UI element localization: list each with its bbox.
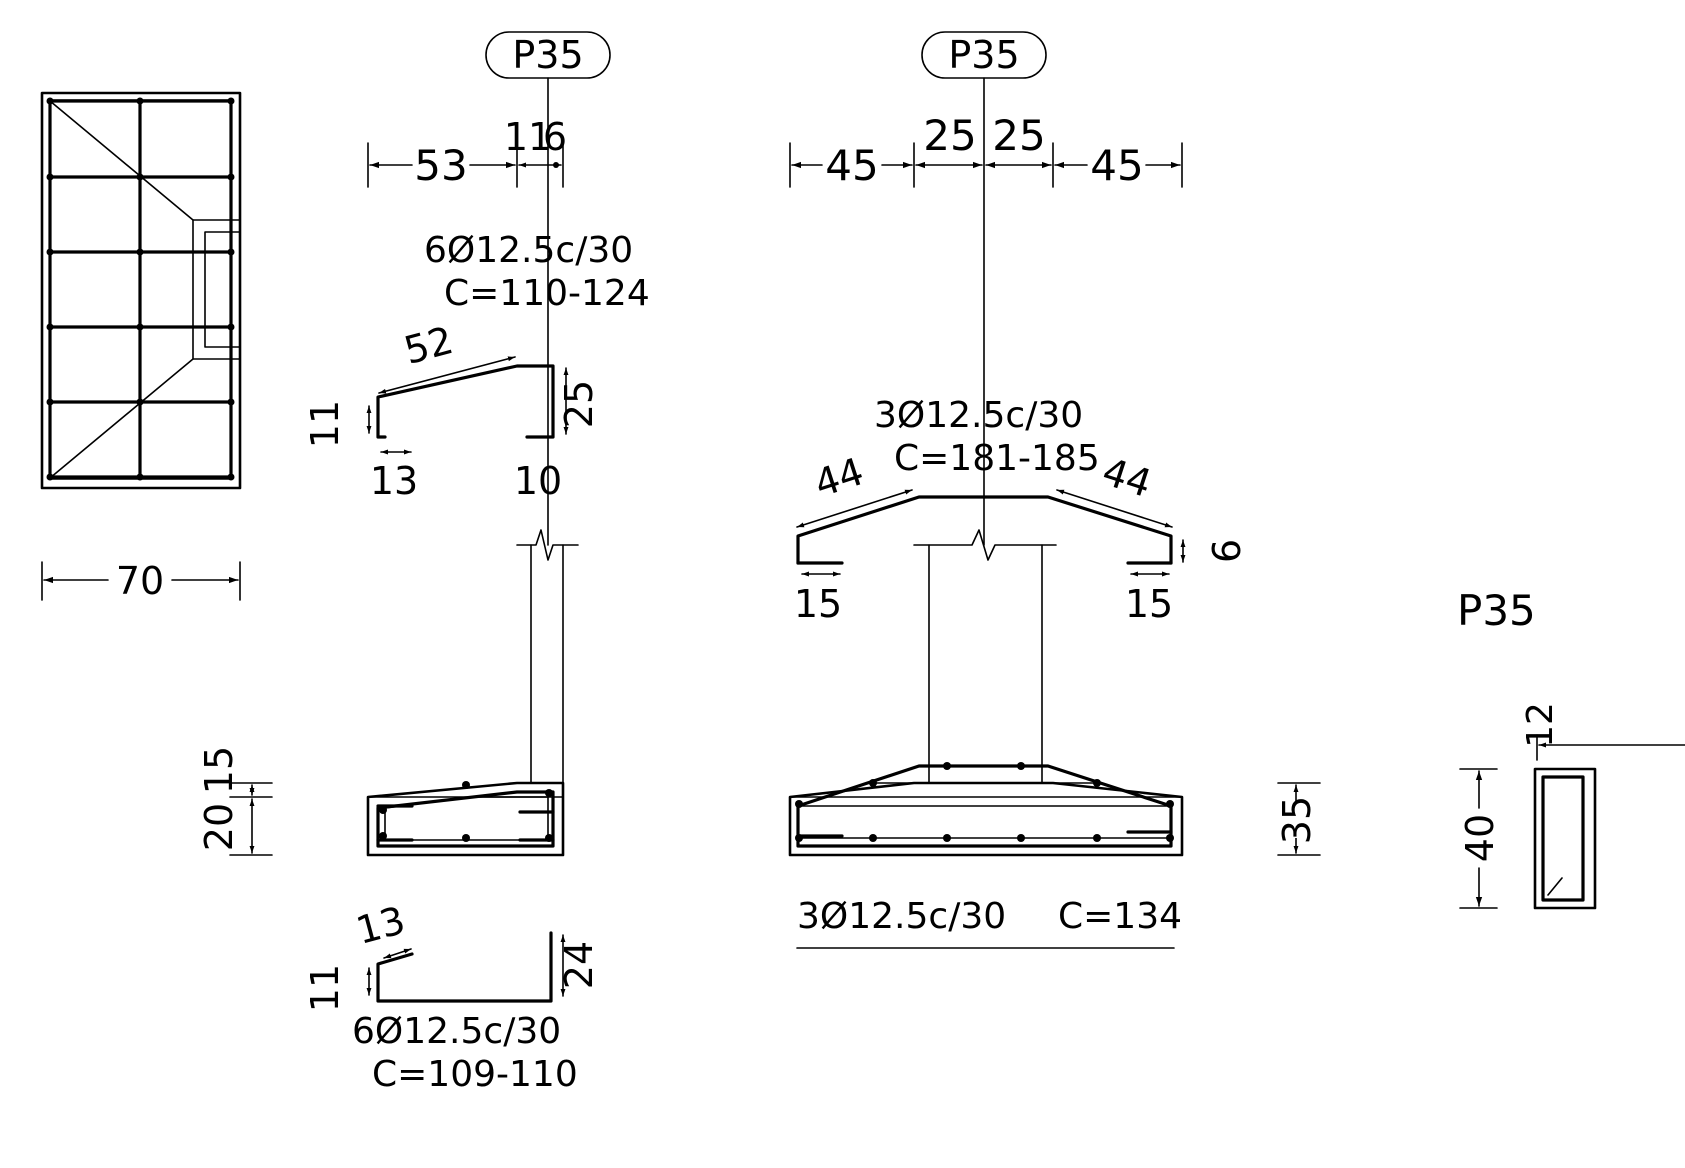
left-dim-a: 53: [414, 141, 467, 190]
left-top-foot-right: 10: [514, 459, 562, 503]
middle-slope-left: 44: [809, 449, 869, 506]
right-label: P35: [1457, 586, 1536, 635]
left-tag: P35: [512, 33, 583, 77]
left-bot-slope: 13: [352, 898, 410, 953]
middle-dim-a: 45: [825, 141, 878, 190]
left-height-a: 20: [197, 803, 241, 851]
left-top-leg: 25: [557, 380, 601, 428]
middle-foot-right: 15: [1125, 582, 1173, 626]
middle-slope-right: 44: [1097, 449, 1157, 506]
middle-bot-bar-length: C=134: [1058, 896, 1182, 937]
middle-section: P35 45 25 25 45 3Ø12.5c/30 C=181-185 44 …: [788, 31, 1321, 949]
middle-tag: P35: [948, 33, 1019, 77]
middle-bot-bar-spec: 3Ø12.5c/30: [797, 896, 1006, 937]
right-detail: P35 12 40: [1457, 586, 1685, 910]
plan-view: 70: [40, 91, 242, 603]
plan-width-dim: 70: [116, 559, 164, 603]
middle-height-total: 35: [1275, 796, 1319, 844]
left-section: P35 53 11 6 6Ø12.5c/30 C=110-124 52 11 1…: [197, 31, 650, 1095]
middle-top-bar-length: C=181-185: [894, 438, 1100, 479]
left-top-hook: 11: [303, 400, 347, 448]
left-bot-hook: 11: [303, 964, 347, 1012]
left-dim-b: 11: [504, 115, 552, 159]
left-top-bar-length: C=110-124: [444, 273, 650, 314]
left-bot-leg: 24: [557, 941, 601, 989]
middle-top-bar-spec: 3Ø12.5c/30: [874, 395, 1083, 436]
middle-hook-right: 9: [1203, 539, 1247, 563]
left-bot-bar-spec: 6Ø12.5c/30: [352, 1011, 561, 1052]
middle-dim-b: 25: [923, 111, 976, 160]
left-top-slope: 52: [400, 318, 458, 373]
left-top-bar-spec: 6Ø12.5c/30: [424, 230, 633, 271]
right-dim-height: 40: [1458, 814, 1502, 862]
middle-dim-d: 45: [1090, 141, 1143, 190]
left-bot-bar-length: C=109-110: [372, 1054, 578, 1095]
left-top-foot: 13: [370, 459, 418, 503]
middle-foot-left: 15: [794, 582, 842, 626]
left-dim-c: 6: [543, 115, 567, 159]
left-height-b: 15: [197, 746, 241, 794]
middle-dim-c: 25: [992, 111, 1045, 160]
right-dim-top: 12: [1520, 702, 1561, 748]
